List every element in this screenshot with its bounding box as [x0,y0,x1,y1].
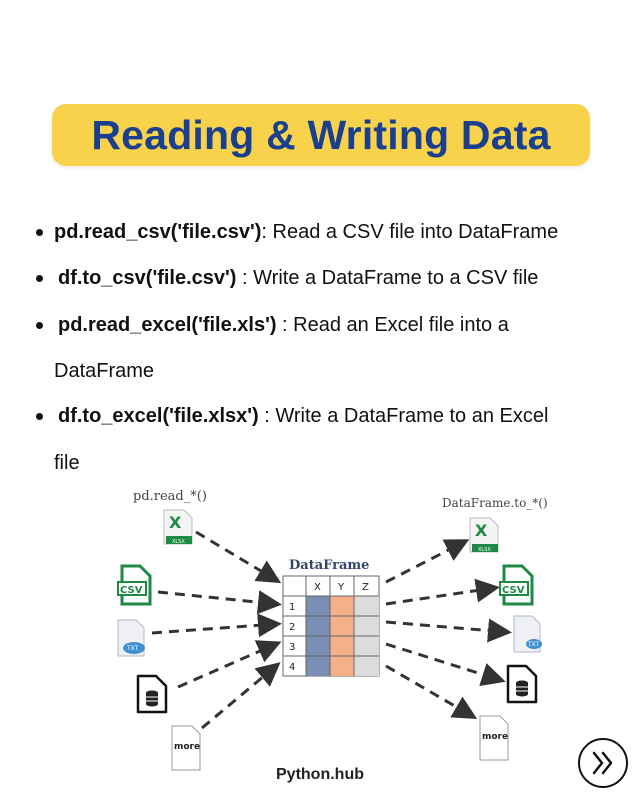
bullet-dot [36,413,43,420]
arrow-write-csv [385,578,500,606]
csv-file-icon: CSV [499,564,534,606]
dataframe-table: X Y Z 1 2 3 4 [282,575,380,677]
bullet-dot [36,322,43,329]
txt-file-icon: TXT [513,615,542,653]
double-chevron-right-icon [592,751,613,775]
svg-text:TXT: TXT [126,645,139,652]
bullet-code: df.to_excel('file.xlsx') [58,405,259,427]
dataframe-label: DataFrame [289,558,369,573]
excel-file-icon: X XLSX [163,509,193,545]
write-arrows [385,539,512,720]
bullet-code: pd.read_excel('file.xls') [58,314,277,336]
arrow-write-excel [385,539,470,584]
svg-text:more: more [174,742,200,752]
excel-file-icon: X XLSX [469,517,499,553]
svg-text:CSV: CSV [502,585,525,596]
svg-text:CSV: CSV [120,585,143,596]
read-arrows [151,530,282,730]
arrow-read-txt [151,613,282,638]
read-func-label: pd.read_*() [133,489,207,504]
row-label-4: 4 [289,662,295,673]
next-slide-button[interactable] [578,738,628,788]
bullet-desc: : Write a DataFrame to a CSV file [236,267,539,289]
svg-text:XLSX: XLSX [172,539,185,545]
svg-text:XLSX: XLSX [478,547,491,553]
title-banner: Reading & Writing Data [52,104,590,166]
database-file-icon [136,674,168,714]
bullet-dot [36,229,43,236]
bullet-code: df.to_csv('file.csv') [58,267,237,289]
csv-file-icon: CSV [117,564,152,606]
svg-text:X: X [169,513,182,532]
write-func-label: DataFrame.to_*() [442,496,548,510]
bullet-desc: : Read a CSV file into DataFrame [261,221,559,243]
txt-file-icon: TXT [117,619,145,657]
bullet-dot [36,275,43,282]
arrow-read-csv [157,590,282,615]
svg-text:TXT: TXT [527,641,540,648]
svg-text:X: X [475,521,488,540]
row-label-1: 1 [289,602,295,613]
page-title: Reading & Writing Data [91,111,551,158]
footer-brand: Python.hub [276,766,364,783]
database-file-icon [506,664,538,704]
arrow-read-excel [195,530,282,584]
dataframe-io-diagram: pd.read_*() DataFrame.to_*() DataFrame X… [0,480,640,800]
arrow-write-txt [385,618,512,643]
svg-text:more: more [482,732,508,742]
bullet-continuation: DataFrame [54,360,155,382]
arrow-read-db [177,640,282,689]
bullet-code: pd.read_csv('file.csv') [54,221,262,243]
arrow-read-more [201,662,281,730]
column-header-y: Y [337,582,345,593]
more-file-icon: more [479,715,509,761]
arrow-write-db [385,642,506,687]
bullet-desc: : Read an Excel file into a [276,314,509,336]
arrow-write-more [385,664,478,720]
row-label-3: 3 [289,642,295,653]
bullet-desc: : Write a DataFrame to an Excel [258,405,549,427]
diagram-svg: pd.read_*() DataFrame.to_*() DataFrame X… [117,489,548,771]
column-header-z: Z [362,582,369,593]
bullet-continuation: file [54,452,80,474]
row-label-2: 2 [289,622,295,633]
more-file-icon: more [171,725,201,771]
column-header-x: X [314,582,321,593]
